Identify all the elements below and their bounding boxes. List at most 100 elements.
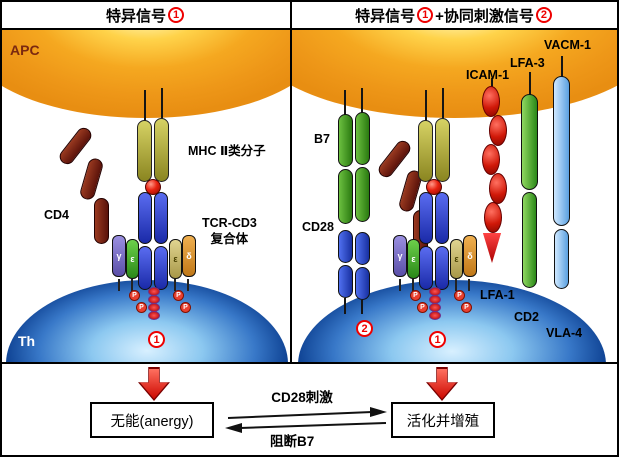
down-arrow-fill bbox=[140, 369, 168, 399]
vla4-label: VLA-4 bbox=[546, 326, 583, 340]
tcr-chain bbox=[435, 192, 449, 244]
zeta-chain-bead bbox=[148, 311, 160, 320]
mhc-tcr-complex: γ ε ε δ P P P P 1 bbox=[292, 30, 608, 362]
vacm1-label: VACM-1 bbox=[544, 38, 591, 52]
cd4-molecule-segment bbox=[94, 198, 109, 244]
phosphate-icon: P bbox=[136, 302, 147, 313]
signal1-title-badge: 1 bbox=[417, 7, 434, 23]
signal1-badge: 1 bbox=[148, 331, 165, 348]
tcr-chain bbox=[435, 246, 449, 290]
cd3-epsilon-subunit: ε bbox=[450, 239, 463, 279]
phosphate-icon: P bbox=[129, 290, 140, 301]
cd3-cytoplasmic-tail bbox=[131, 279, 133, 291]
signal1-title-badge: 1 bbox=[168, 7, 184, 23]
tcr-chain bbox=[154, 246, 168, 290]
complex-slot-right: γ ε ε δ P P P P 1 bbox=[292, 30, 608, 362]
phosphate-icon: P bbox=[410, 290, 421, 301]
b7-anchor-line bbox=[361, 88, 363, 114]
signal2-badge: 2 bbox=[356, 320, 373, 337]
cd3-gamma-subunit: γ bbox=[112, 235, 126, 277]
mhc-anchor-line bbox=[144, 90, 146, 124]
cd3-cytoplasmic-tail bbox=[174, 279, 176, 291]
cd3-epsilon-subunit: ε bbox=[407, 239, 420, 279]
b7-molecule-segment bbox=[338, 169, 353, 224]
tcr-cd3-label: TCR-CD3 复合体 bbox=[202, 216, 257, 247]
cd3-cytoplasmic-tail bbox=[455, 279, 457, 291]
vla4-molecule bbox=[554, 229, 569, 289]
apc-label: APC bbox=[10, 42, 40, 58]
cd28-anchor-line bbox=[344, 298, 346, 314]
phosphate-icon: P bbox=[173, 290, 184, 301]
panel2-title-text2: +协同刺激信号 bbox=[435, 7, 534, 25]
cd3-cytoplasmic-tail bbox=[468, 279, 470, 291]
icam1-domain-bead bbox=[489, 115, 507, 146]
panel1-title-text: 特异信号 bbox=[105, 7, 166, 25]
cd3-epsilon-subunit: ε bbox=[169, 239, 182, 279]
tcr-cd3-label-line2: 复合体 bbox=[210, 231, 249, 246]
b7-label: B7 bbox=[314, 132, 330, 146]
antigen-peptide bbox=[145, 179, 161, 195]
down-arrow-icon bbox=[138, 367, 170, 401]
tcr-cd3-label-line1: TCR-CD3 bbox=[202, 216, 257, 230]
tcr-chain bbox=[138, 246, 152, 290]
block-b7-label: 阻断B7 bbox=[270, 434, 315, 449]
mhc-anchor-line bbox=[425, 90, 427, 124]
cd28-molecule-segment bbox=[338, 230, 353, 263]
icam1-domain-bead bbox=[484, 202, 502, 233]
vacm1-molecule bbox=[553, 76, 570, 226]
cd28-stimulation-label: CD28刺激 bbox=[271, 390, 333, 405]
cd28-label: CD28 bbox=[302, 220, 334, 234]
cd28-molecule-segment bbox=[355, 267, 370, 300]
mhc-anchor-line bbox=[442, 88, 444, 124]
cd3-cytoplasmic-tail bbox=[187, 279, 189, 291]
conversion-arrows-icon bbox=[225, 407, 387, 433]
panel2-diagram: B7 CD28 γ ε ε δ bbox=[292, 30, 617, 362]
signal1-badge: 1 bbox=[429, 331, 446, 348]
b7-molecule-segment bbox=[338, 114, 353, 167]
cd3-cytoplasmic-tail bbox=[399, 279, 401, 291]
b7-molecule-segment bbox=[355, 112, 370, 165]
cd28-anchor-line bbox=[361, 300, 363, 314]
th-label: Th bbox=[18, 333, 36, 349]
apc-cell bbox=[2, 30, 290, 118]
cd3-gamma-subunit: γ bbox=[393, 235, 407, 277]
panel2-title-text1: 特异信号 bbox=[355, 7, 416, 25]
b7-molecule-segment bbox=[355, 167, 370, 222]
tcr-chain bbox=[154, 192, 168, 244]
mhc-label: MHC Ⅱ类分子 bbox=[188, 144, 266, 158]
phosphate-icon: P bbox=[180, 302, 191, 313]
cd3-cytoplasmic-tail bbox=[412, 279, 414, 291]
anergy-outcome-box: 无能(anergy) bbox=[90, 402, 214, 438]
antigen-peptide bbox=[426, 179, 442, 195]
mhc-chain bbox=[418, 120, 433, 182]
cd4-label: CD4 bbox=[44, 208, 70, 222]
cd2-molecule bbox=[522, 192, 537, 288]
b7-anchor-line bbox=[344, 90, 346, 116]
cd3-delta-subunit: δ bbox=[463, 235, 477, 277]
activation-outcome-box: 活化并增殖 bbox=[391, 402, 495, 438]
cd28-molecule-segment bbox=[338, 265, 353, 298]
cd3-cytoplasmic-tail bbox=[118, 279, 120, 291]
mhc-chain bbox=[137, 120, 152, 182]
mhc-tcr-complex: γ ε ε δ P P P P 1 bbox=[2, 30, 290, 362]
zeta-chain-bead bbox=[429, 311, 441, 320]
icam1-domain-bead bbox=[482, 86, 500, 117]
lfa3-label: LFA-3 bbox=[510, 56, 545, 70]
phosphate-icon: P bbox=[454, 290, 465, 301]
mhc-anchor-line bbox=[161, 88, 163, 124]
tcr-chain bbox=[138, 192, 152, 244]
icam1-label: ICAM-1 bbox=[466, 68, 510, 82]
tcr-chain bbox=[419, 246, 433, 290]
cd28-molecule-segment bbox=[355, 232, 370, 265]
down-arrow-icon bbox=[426, 367, 458, 401]
cd2-label: CD2 bbox=[514, 310, 540, 324]
lfa3-molecule bbox=[521, 94, 538, 190]
icam1-anchor-line bbox=[491, 78, 493, 88]
lfa1-label: LFA-1 bbox=[480, 288, 515, 302]
outcome-row: 无能(anergy) 活化并增殖 CD28刺激 阻断B7 bbox=[2, 364, 617, 455]
signal2-title-badge: 2 bbox=[535, 7, 552, 23]
